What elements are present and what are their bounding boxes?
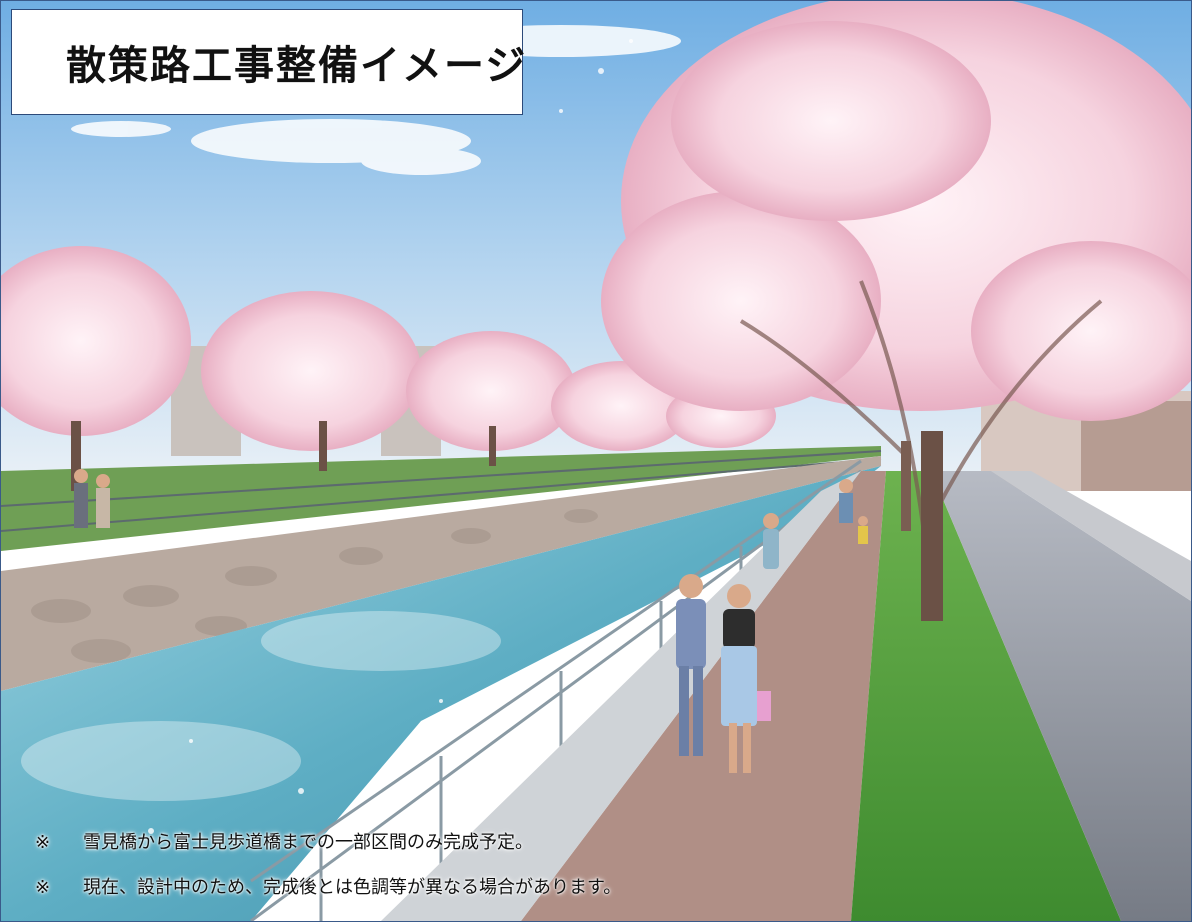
walkway-curb [381, 471, 861, 921]
person-right [721, 584, 771, 773]
far-bank-people [74, 469, 110, 528]
page-title: 散策路工事整備イメージ [66, 43, 528, 89]
pedestrians [74, 469, 868, 773]
title-box: 散策路工事整備イメージ [11, 9, 525, 115]
falling-petals [148, 39, 633, 834]
far-tree-trunks [71, 421, 496, 491]
tree-trunk [921, 431, 943, 621]
foreground-cherry-tree [601, 1, 1191, 421]
road [931, 471, 1191, 921]
family [839, 479, 868, 544]
grass-strip [851, 471, 1121, 921]
stone-texture [31, 509, 598, 663]
river-water [1, 466, 881, 921]
note-text: 現在、設計中のため、完成後とは色調等が異なる場合があります。 [83, 877, 622, 898]
note-line-1: ※ 雪見橋から富士見歩道橋までの一部区間のみ完成予定。 [35, 828, 533, 854]
note-line-2: ※ 現在、設計中のため、完成後とは色調等が異なる場合があります。 [35, 873, 621, 899]
clouds [71, 25, 681, 175]
walkway [521, 471, 886, 921]
far-bank [1, 446, 881, 551]
water-reflection [21, 611, 501, 801]
note-mark: ※ [35, 832, 51, 853]
tree-trunk-2 [901, 441, 911, 531]
child [763, 513, 779, 569]
note-mark: ※ [35, 877, 51, 898]
far-fence [1, 450, 882, 532]
person-left [676, 574, 706, 756]
sidewalk [991, 471, 1191, 601]
note-text: 雪見橋から富士見歩道橋までの一部区間のみ完成予定。 [83, 832, 533, 853]
